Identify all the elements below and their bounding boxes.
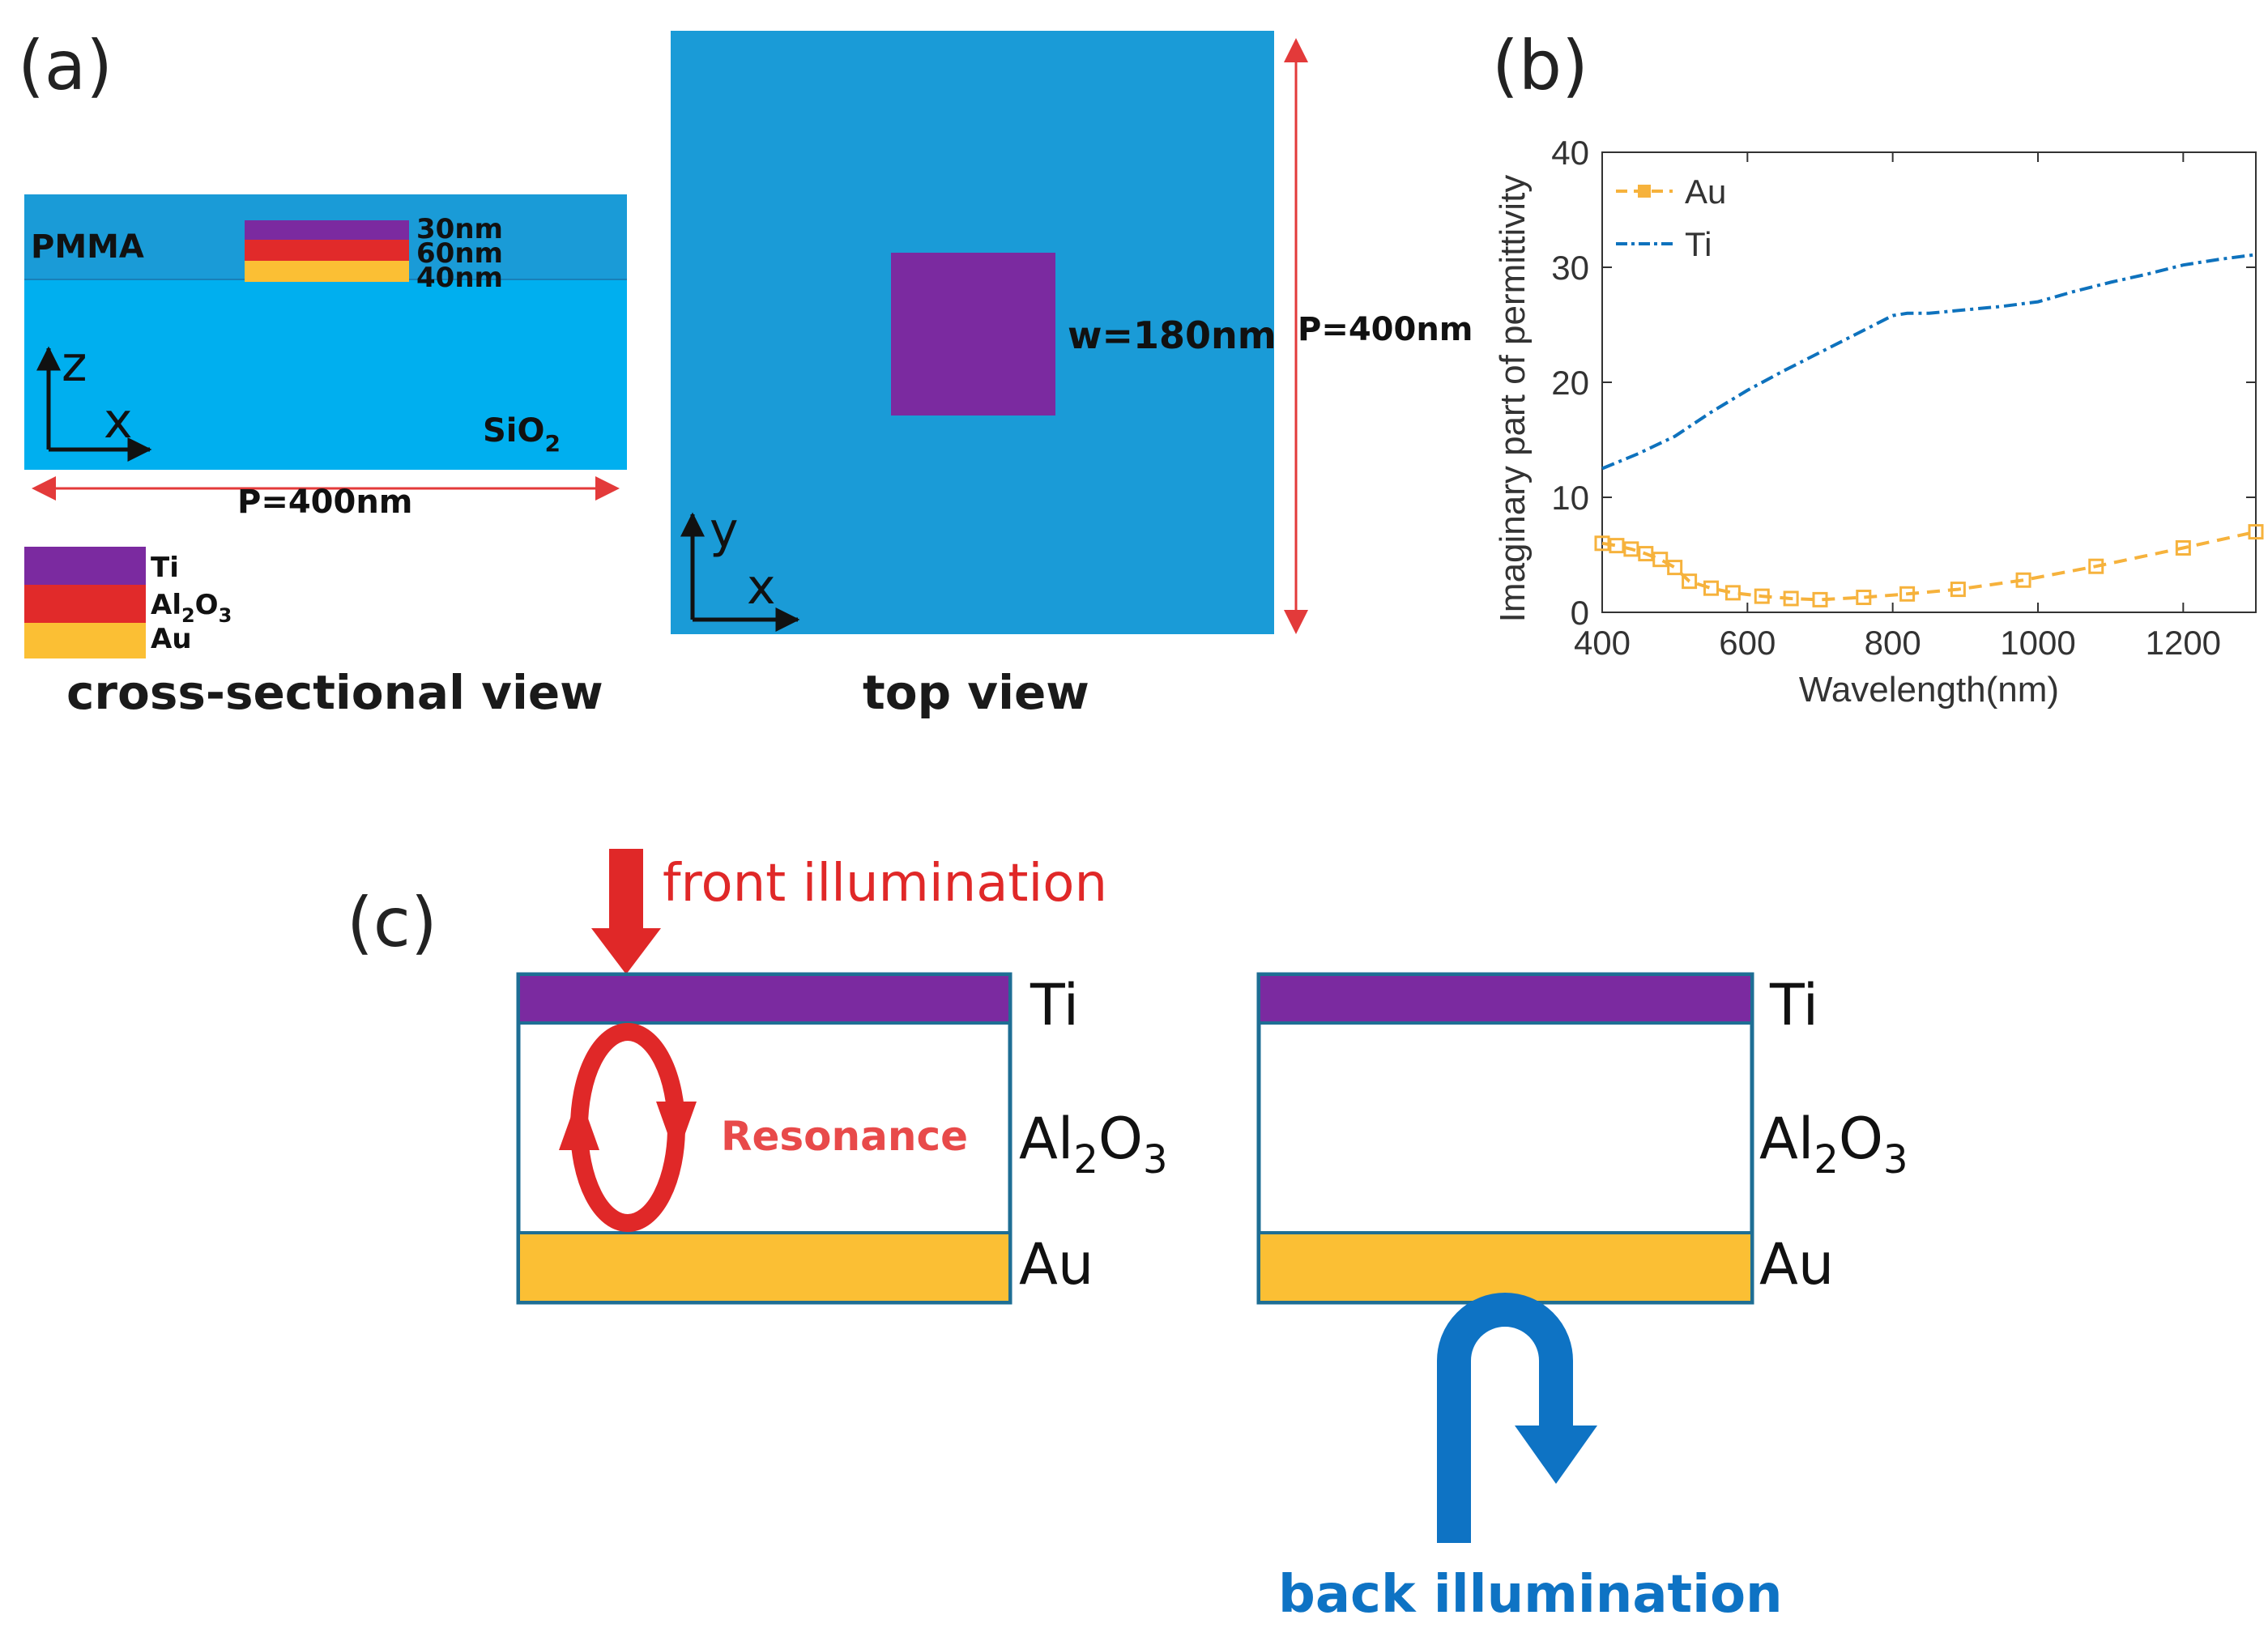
al2o3-layer-cross [245, 240, 409, 261]
y-axis-title: Imaginary part of permittivity [1493, 175, 1533, 623]
y-tick-label: 0 [1571, 594, 1589, 632]
series-au-point [2248, 524, 2264, 540]
plot-frame [1601, 151, 2257, 613]
stack-right-au-label: Au [1759, 1231, 1834, 1298]
legend-ti-label: Ti [151, 552, 179, 584]
series-au-point [1703, 580, 1719, 596]
x-tick-label: 400 [1574, 624, 1631, 662]
material-legend: Ti Al2O3 Au [24, 547, 232, 658]
panel-c-label: (c) [347, 883, 437, 962]
series-au-point [1638, 546, 1654, 562]
stack-left-au-label: Au [1019, 1231, 1094, 1298]
series-au-point [1667, 560, 1683, 576]
top-view: w=180nm y x P=400nm [671, 31, 1473, 634]
back-illumination-arrow [1437, 1293, 1597, 1543]
back-illumination-label: back illumination [1278, 1565, 1783, 1625]
y-tick-label: 10 [1551, 479, 1589, 517]
top-view-caption: top view [863, 665, 1089, 720]
series-au-line [1601, 530, 2257, 602]
panel-c: (c) front illumination Resonance Ti Al2O… [347, 849, 1908, 1625]
stack-right-ti-label: Ti [1769, 972, 1818, 1038]
stack-left-ti-label: Ti [1030, 972, 1079, 1038]
series-au-point [1856, 590, 1872, 606]
series-au-point [2015, 572, 2031, 588]
stack-left: Resonance Ti Al2O3 Au [516, 972, 1168, 1305]
legend-au-marker [1638, 185, 1651, 198]
x-tick-label: 800 [1865, 624, 1921, 662]
series-au-point [1594, 535, 1610, 552]
series-au-point [1609, 538, 1625, 554]
front-illumination-arrow [591, 849, 661, 974]
x-tick-label: 1000 [2000, 624, 2075, 662]
legend-au-label: Au [1685, 173, 1726, 211]
x-axis-label-cross: x [104, 393, 133, 450]
z-axis-label: z [62, 336, 87, 393]
series-au-point [1724, 585, 1741, 601]
sio2-label: SiO2 [483, 412, 561, 457]
y-tick-label: 40 [1551, 134, 1589, 172]
stack-right-ti [1260, 976, 1750, 1023]
legend-al2o3-swatch [24, 585, 146, 623]
resonance-arrowhead-right [656, 1102, 697, 1158]
series-au-point [2175, 539, 2191, 556]
x-axis-title: Wavelength(nm) [1799, 670, 2059, 710]
resonance-label: Resonance [721, 1113, 968, 1160]
stack-left-ti [520, 976, 1008, 1023]
panel-b-label: (b) [1492, 26, 1588, 105]
legend-ti-swatch [24, 547, 146, 585]
y-axis-label: y [710, 502, 739, 559]
disk-width-label: w=180nm [1068, 313, 1277, 357]
permittivity-chart: 400 600 800 1000 1200 0 10 20 30 40Wavelength(nm)… [1493, 134, 2264, 710]
stack-left-al2o3-label: Al2O3 [1019, 1106, 1168, 1183]
series-au-point [1950, 582, 1966, 598]
series-au-point [2088, 558, 2104, 574]
series-ti-line [1601, 253, 2257, 471]
stack-right: Ti Al2O3 Au [1256, 972, 1908, 1305]
au-thickness-label: 40nm [416, 262, 503, 294]
au-layer-cross [245, 261, 409, 282]
y-tick-label: 30 [1551, 249, 1589, 287]
al2o3-thickness-label: 60nm [416, 237, 503, 270]
series-au-point [1899, 586, 1916, 602]
x-axis-label-top: x [747, 559, 776, 616]
y-tick-label: 20 [1551, 364, 1589, 402]
x-tick-label: 1200 [2146, 624, 2221, 662]
ti-thickness-label: 30nm [416, 213, 503, 245]
series-au-point [1754, 588, 1770, 604]
x-tick-label: 600 [1719, 624, 1776, 662]
panel-b: (b) 400 600 800 1000 1200 0 10 20 30 40Wavelength… [1492, 26, 2264, 710]
resonance-arrowhead-left [559, 1093, 599, 1150]
series-au-point [1783, 590, 1799, 607]
cross-section-view: PMMA 30nm 60nm 40nm z x SiO2 P=400nm [24, 194, 627, 521]
series-au-point [1682, 573, 1698, 590]
legend-au-label: Au [151, 623, 192, 655]
legend-al2o3-label: Al2O3 [151, 589, 232, 627]
legend-ti-label: Ti [1685, 225, 1712, 263]
stack-right-au [1260, 1233, 1750, 1301]
panel-a: (a) PMMA 30nm 60nm 40nm z x SiO2 P=400nm [18, 26, 1473, 720]
legend-au-swatch [24, 623, 146, 658]
front-illumination-label: front illumination [663, 854, 1107, 914]
series-au-point [1623, 541, 1639, 557]
period-label-cross: P=400nm [237, 484, 412, 521]
stack-left-au [520, 1233, 1008, 1301]
ti-layer-cross [245, 220, 409, 240]
period-label-top: P=400nm [1298, 311, 1473, 348]
cross-section-caption: cross-sectional view [66, 665, 603, 720]
series-au-point [1652, 552, 1669, 568]
top-view-disk [891, 253, 1055, 416]
panel-a-label: (a) [18, 26, 113, 105]
stack-right-al2o3-label: Al2O3 [1759, 1106, 1908, 1183]
pmma-label: PMMA [31, 228, 144, 266]
series-au-point [1812, 591, 1828, 607]
